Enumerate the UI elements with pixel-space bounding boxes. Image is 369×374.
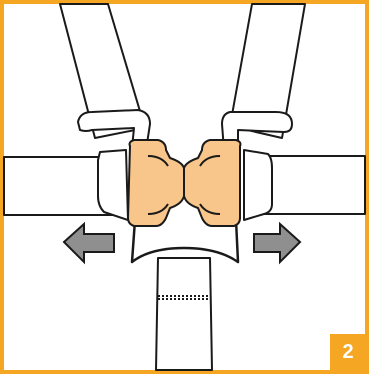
right-shoulder-strap: [229, 3, 306, 139]
step-badge-bg: [330, 334, 366, 371]
crotch-strap-stitch: [158, 295, 210, 300]
right-waist-strap: [257, 155, 366, 215]
left-arrow-icon: [62, 221, 115, 265]
left-clip: [97, 149, 129, 221]
right-buckle-detail: [199, 155, 221, 215]
crotch-loop-frame: [130, 219, 240, 264]
right-buckle-half: [183, 139, 242, 227]
right-clip: [243, 149, 273, 221]
crotch-strap: [155, 257, 213, 371]
left-buckle-detail: [147, 155, 169, 215]
left-tongue-loop: [77, 109, 151, 151]
right-tongue-loop: [221, 111, 293, 151]
step-number: 2: [342, 341, 354, 363]
right-arrow-icon: [253, 221, 302, 265]
